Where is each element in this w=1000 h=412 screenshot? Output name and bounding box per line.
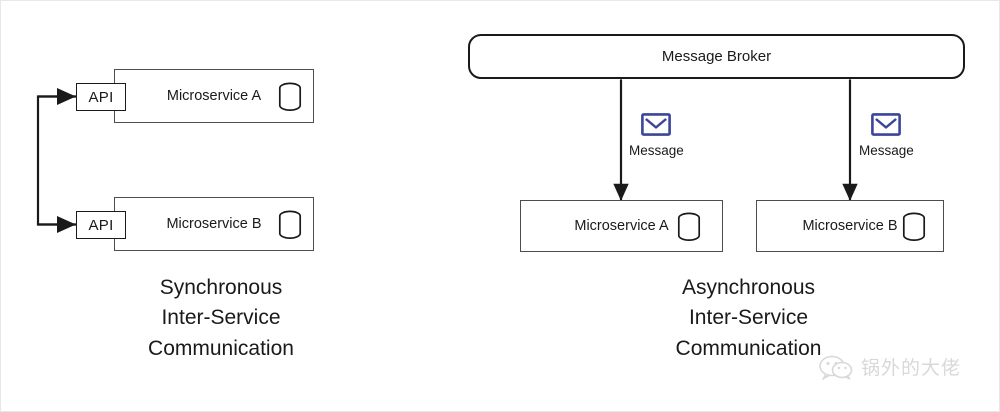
watermark: 锅外的大佬 (819, 353, 961, 380)
right-microservice-a-box[interactable]: Microservice A (520, 200, 723, 252)
wechat-logo-icon (819, 355, 853, 380)
database-cylinder-icon (902, 212, 926, 241)
right-microservice-a-label: Microservice A (574, 217, 669, 234)
left-microservice-b-box[interactable]: Microservice B (114, 197, 314, 251)
async-caption: Asynchronous Inter-Service Communication (675, 276, 822, 360)
left-api-box-a[interactable]: API (76, 83, 126, 111)
left-api-label-b: API (88, 216, 114, 234)
database-cylinder-icon (278, 82, 302, 111)
right-microservice-b-box[interactable]: Microservice B (756, 200, 944, 252)
envelope-icon (871, 113, 902, 136)
message-broker-box[interactable]: Message Broker (468, 34, 965, 79)
sync-caption: Synchronous Inter-Service Communication (148, 276, 294, 360)
message-label-b: Message (859, 143, 914, 158)
sync-bracket-connector (36, 87, 77, 234)
message-channel-b: Message (859, 113, 914, 158)
watermark-text: 锅外的大佬 (861, 357, 962, 379)
left-api-label-a: API (88, 88, 114, 106)
database-cylinder-icon (278, 210, 302, 239)
right-microservice-b-label: Microservice B (802, 217, 898, 234)
database-cylinder-icon (677, 212, 701, 241)
left-microservice-a-box[interactable]: Microservice A (114, 69, 314, 123)
message-channel-a: Message (629, 113, 684, 158)
left-microservice-a-label: Microservice A (166, 87, 262, 104)
envelope-icon (641, 113, 672, 136)
message-broker-label: Message Broker (661, 48, 772, 65)
left-microservice-b-label: Microservice B (166, 215, 262, 232)
message-label-a: Message (629, 143, 684, 158)
left-api-box-b[interactable]: API (76, 211, 126, 239)
